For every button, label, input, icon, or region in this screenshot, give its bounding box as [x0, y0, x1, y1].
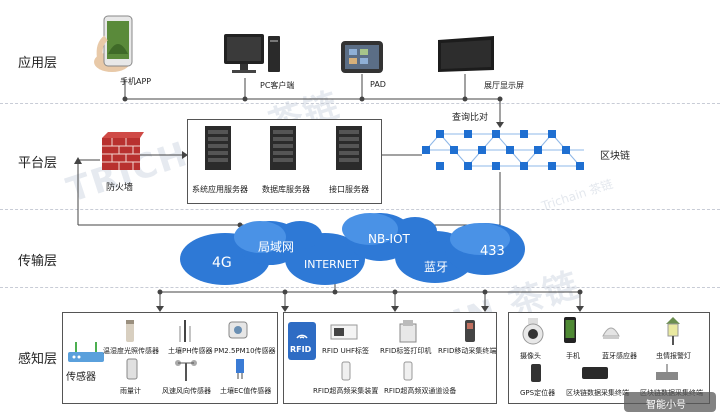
bluetooth-sensor-icon [602, 327, 620, 339]
collection-terminal-icon [582, 367, 608, 379]
sensor-name: 雨量计 [120, 387, 141, 395]
sensor-icon [179, 320, 191, 342]
server-icon [270, 126, 296, 170]
corner-badge [624, 392, 716, 412]
handheld-terminal-icon [465, 320, 475, 342]
sensor-icon [175, 360, 197, 381]
server-label: 数据库服务器 [262, 185, 310, 194]
rfid-item-label: RFID超高频采集装置 [313, 387, 379, 395]
network-internet: INTERNET [304, 258, 359, 271]
network-lan: 局域网 [258, 240, 295, 254]
insect-lamp-icon [666, 317, 680, 345]
network-bluetooth: 蓝牙 [424, 260, 449, 274]
rfid-badge [288, 322, 316, 360]
rfid-tag-icon [330, 324, 358, 340]
layer-separator [0, 209, 720, 210]
blockchain-icon [422, 130, 584, 170]
sensor-label: 传感器 [66, 372, 96, 383]
pc-client-label: PC客户端 [260, 81, 295, 90]
corner-badge-label: 智能小号 [646, 400, 686, 411]
layer-separator [0, 103, 720, 104]
network-4g: 4G [212, 255, 232, 271]
device-label: GPS定位器 [520, 389, 556, 397]
collection-terminal-icon [656, 364, 678, 380]
device-label: 虫情报警灯 [656, 352, 691, 360]
rfid-badge-label: RFID [290, 345, 312, 354]
network-433: 433 [480, 244, 505, 259]
desktop-computer-icon [224, 34, 280, 73]
server-label: 接口服务器 [329, 185, 369, 194]
network-nbiot: NB-IOT [368, 232, 410, 246]
sensor-icon [126, 320, 134, 342]
device-label: 区块链数据采集终端 [566, 389, 629, 397]
rfid-item-label: RFID UHF标签 [322, 347, 369, 355]
sensor-name: 土壤EC值传感器 [220, 387, 272, 395]
sensor-name: 温湿度光照传感器 [103, 347, 159, 355]
device-label: 手机 [566, 352, 580, 360]
firewall-icon [102, 132, 144, 170]
layer-label-platform: 平台层 [18, 156, 58, 171]
rfid-box [283, 312, 497, 404]
layer-label-perception: 感知层 [18, 352, 58, 367]
rfid-item-label: RFID超高频双通道设备 [384, 387, 457, 395]
layer-label-transport: 传输层 [18, 254, 58, 269]
tablet-icon [341, 41, 383, 73]
rfid-item-label: RFID标签打印机 [380, 347, 432, 355]
rfid-item-label: RFID移动采集终端 [438, 347, 497, 355]
rfid-wave-icon [296, 334, 308, 339]
server-icon [336, 126, 362, 170]
device-label: 摄像头 [520, 352, 541, 360]
rfid-reader-icon [403, 361, 413, 381]
mobile-phone-icon [94, 15, 133, 72]
sensor-name: PM2.5PM10传感器 [214, 347, 276, 355]
firewall-label: 防火墙 [106, 183, 134, 193]
network-clouds [180, 213, 525, 285]
phone-icon [564, 317, 576, 343]
layer-label-application: 应用层 [18, 56, 58, 71]
sensor-icon [236, 359, 244, 379]
camera-icon [522, 318, 544, 345]
sensor-name: 风速风向传感器 [162, 387, 211, 395]
rfid-reader-icon [341, 361, 351, 381]
printer-icon [399, 320, 417, 343]
gps-locator-icon [531, 364, 541, 382]
display-label: 展厅显示屏 [484, 81, 524, 90]
router-icon [68, 342, 104, 362]
query-compare-label: 查询比对 [452, 113, 489, 123]
pad-label: PAD [370, 80, 386, 89]
server-icon [205, 126, 231, 170]
server-label: 系统应用服务器 [192, 185, 248, 194]
display-screen-icon [438, 36, 494, 72]
mobile-app-label: 手机APP [120, 77, 152, 86]
sensor-icon [228, 321, 248, 339]
blockchain-label: 区块链 [600, 151, 630, 162]
device-label: 蓝牙感应器 [602, 352, 637, 360]
sensor-name: 土壤PH传感器 [168, 347, 213, 355]
sensor-icon [126, 358, 138, 380]
layer-separator [0, 287, 720, 288]
